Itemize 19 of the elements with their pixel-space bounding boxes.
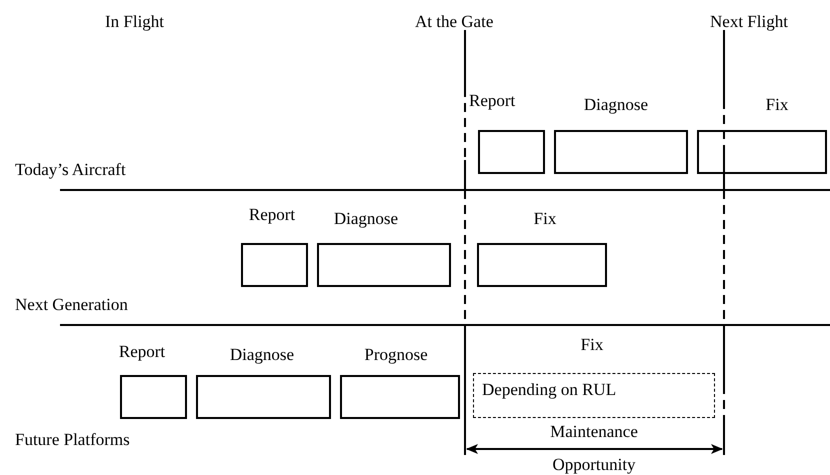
step-label: Report (118, 342, 166, 362)
step-label: Fix (580, 335, 604, 355)
phase-heading: At the Gate (415, 12, 494, 32)
row-label: Future Platforms (15, 430, 130, 450)
dimension-label: Opportunity (552, 455, 636, 475)
step-label: Report (469, 91, 516, 111)
step-label: Report (248, 205, 296, 225)
dimension-label: Maintenance (550, 422, 638, 442)
row-label: Next Generation (15, 295, 128, 315)
phase-heading: Next Flight (710, 12, 788, 32)
step-label: Fix (534, 209, 556, 229)
step-label: Diagnose (334, 209, 398, 229)
step-label: Diagnose (584, 95, 648, 115)
dashed-box: Depending on RUL (473, 373, 715, 418)
step-label: Prognose (364, 345, 428, 365)
step-label: Fix (766, 95, 788, 115)
phase-heading: In Flight (105, 12, 164, 32)
step-label: Diagnose (230, 345, 294, 365)
row-label: Today’s Aircraft (15, 160, 126, 180)
